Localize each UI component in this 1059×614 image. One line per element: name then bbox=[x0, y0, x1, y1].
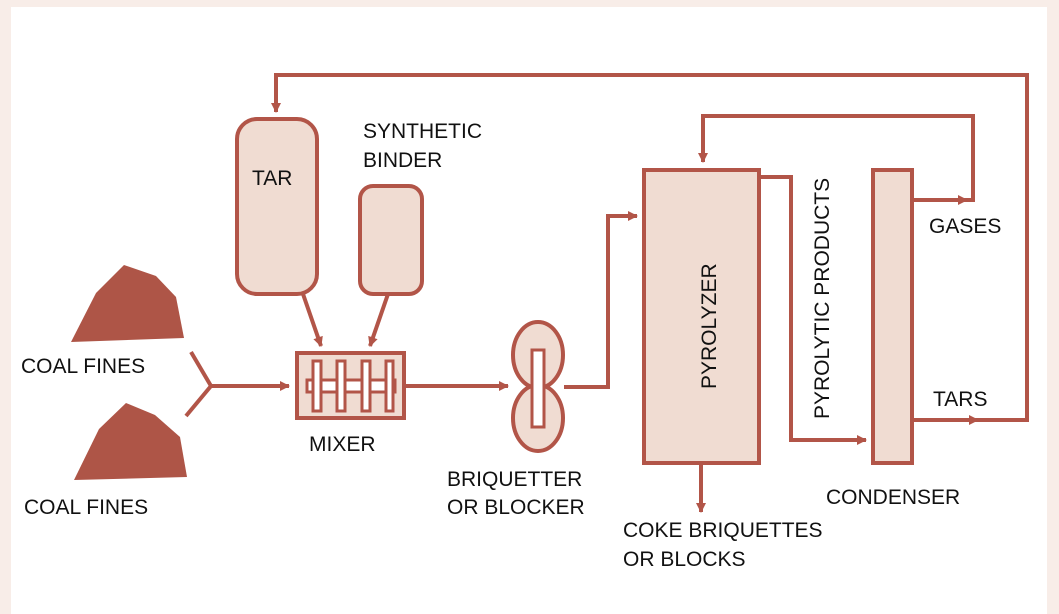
briquetter bbox=[511, 320, 565, 453]
flow-pyrolytic-products bbox=[759, 175, 867, 445]
flow-tar-to-mixer bbox=[301, 293, 323, 347]
synthetic-binder-tank bbox=[358, 184, 424, 296]
label-coke-1: COKE BRIQUETTES bbox=[623, 519, 823, 542]
label-tar: TAR bbox=[252, 167, 292, 190]
tar-tank bbox=[235, 117, 319, 296]
label-briquetter-2: OR BLOCKER bbox=[447, 496, 585, 519]
mixer bbox=[295, 351, 406, 420]
label-pyrolyzer: PYROLYZER bbox=[698, 263, 721, 389]
label-synthetic-binder-2: BINDER bbox=[363, 149, 442, 172]
flow-tars-recycle bbox=[271, 73, 1029, 422]
pyrolyzer bbox=[642, 168, 761, 465]
label-mixer: MIXER bbox=[309, 433, 376, 456]
label-condenser: CONDENSER bbox=[826, 486, 960, 509]
label-coke-2: OR BLOCKS bbox=[623, 548, 746, 571]
label-synthetic-binder-1: SYNTHETIC bbox=[363, 120, 482, 143]
label-coal-fines-top: COAL FINES bbox=[21, 355, 145, 378]
condenser bbox=[871, 168, 914, 465]
label-tars: TARS bbox=[933, 388, 987, 411]
coal-fines-pile-top bbox=[71, 265, 184, 342]
flow-binder-to-mixer bbox=[368, 293, 390, 347]
label-coal-fines-bottom: COAL FINES bbox=[24, 496, 148, 519]
label-briquetter-1: BRIQUETTER bbox=[447, 468, 582, 491]
flow-briquetter-to-pyrolyzer bbox=[564, 211, 638, 389]
coal-fines-pile-bottom bbox=[74, 403, 187, 480]
label-pyrolytic-products: PYROLYTIC PRODUCTS bbox=[811, 178, 834, 419]
coal-fines-junction bbox=[184, 350, 213, 418]
label-gases: GASES bbox=[929, 215, 1001, 238]
